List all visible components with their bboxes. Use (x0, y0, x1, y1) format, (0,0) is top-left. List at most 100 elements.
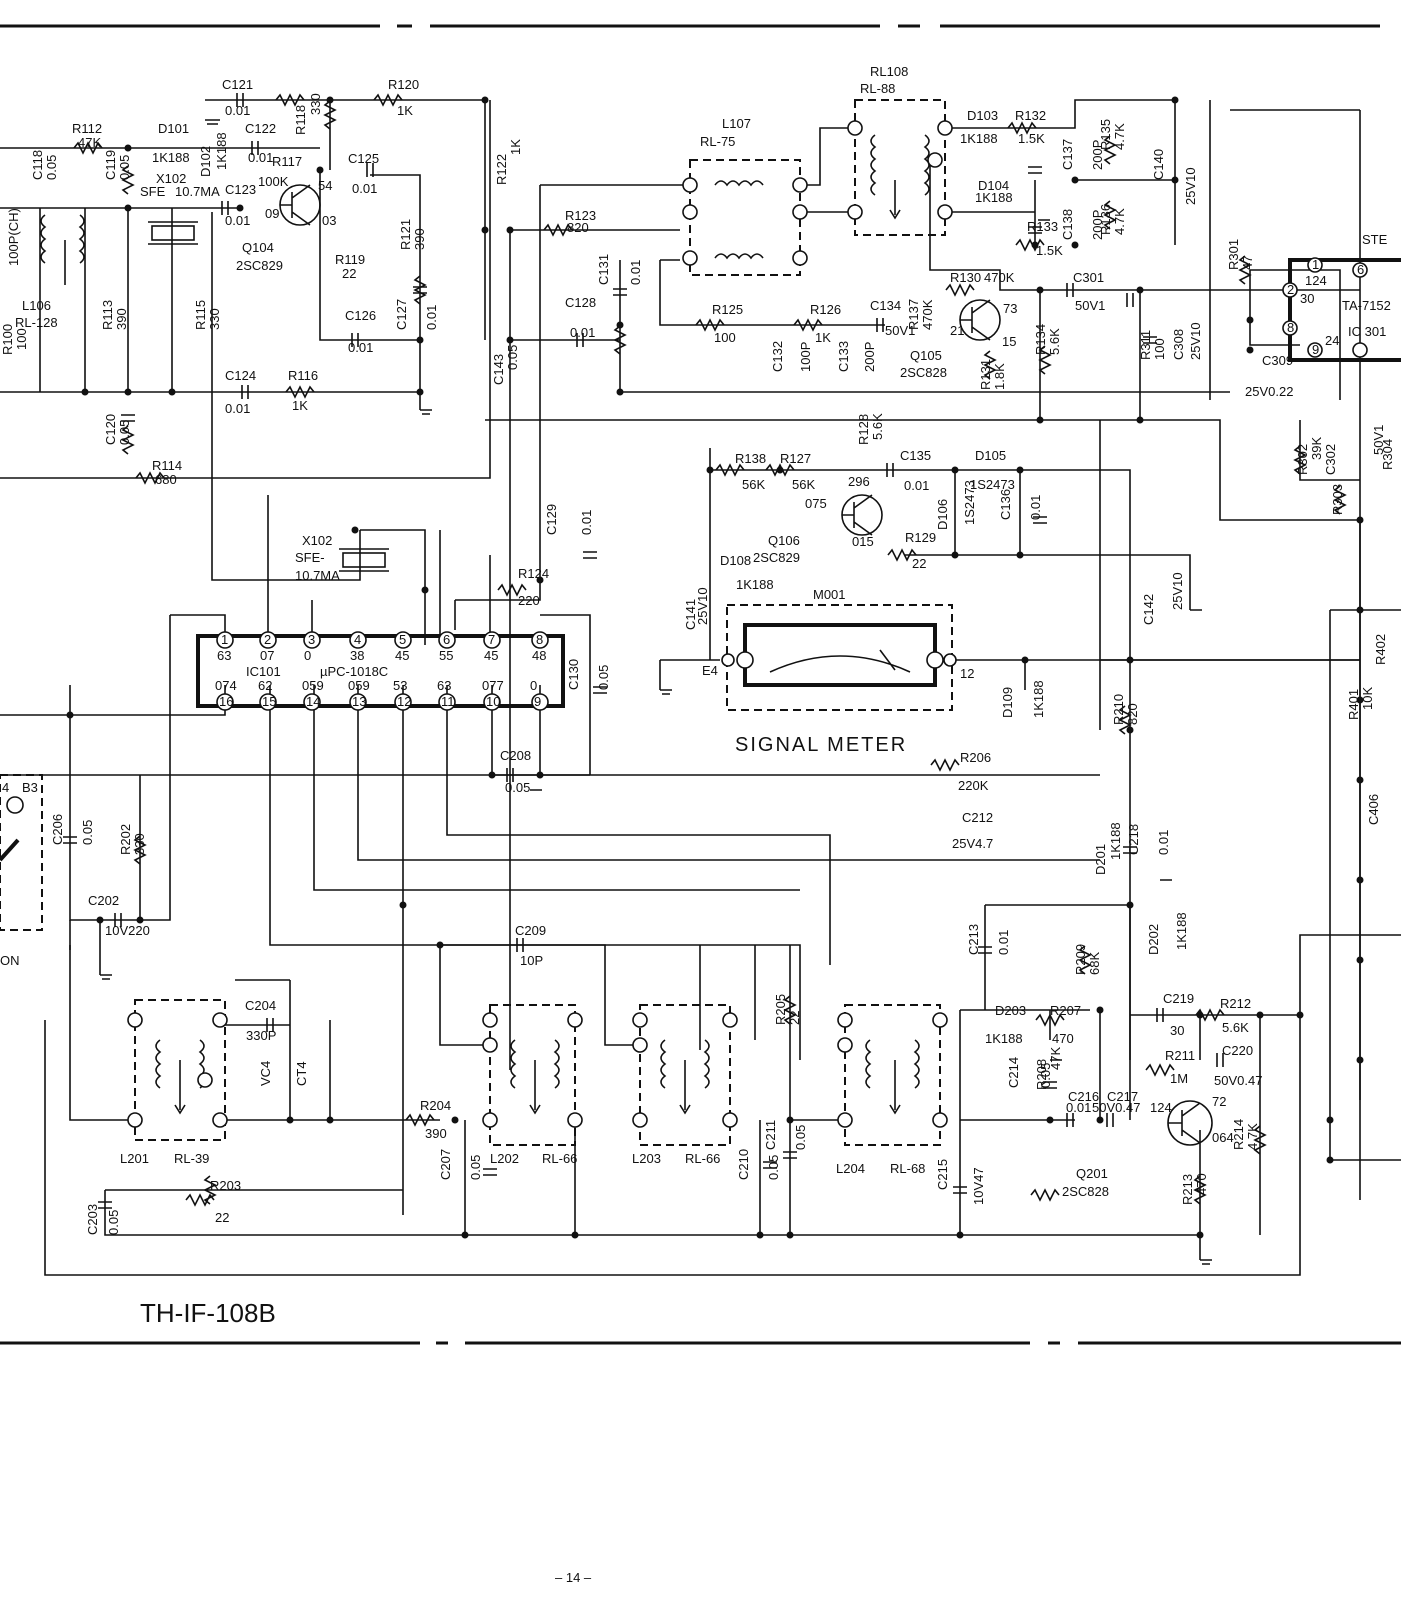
value-label: 22 (912, 556, 926, 571)
ground-symbols (100, 119, 1212, 1265)
value-label: 470 (1194, 1173, 1209, 1195)
ref-label: C141 (683, 599, 698, 630)
ref-label: R122 (494, 154, 509, 185)
ref-label: C131 (596, 254, 611, 285)
ref-label: C216 (1068, 1089, 1099, 1104)
ref-label: R214 (1231, 1119, 1246, 1150)
value-label: 5.6K (1222, 1020, 1249, 1035)
value-label: 330P (246, 1028, 276, 1043)
meter-label: SIGNAL METER (735, 734, 907, 756)
ic101-pin-top: 3 (308, 632, 315, 647)
value-label: 330 (308, 93, 323, 115)
ref-label: R304 (1380, 439, 1395, 470)
label-on: ON (0, 953, 20, 968)
transistor-symbols (279, 184, 1213, 1146)
ic101-pin-bottom: 9 (534, 694, 541, 709)
value-label: 10P (520, 953, 543, 968)
ic101-volt-bottom: 059 (348, 678, 370, 693)
ref-label: R127 (780, 451, 811, 466)
ref-label: R203 (210, 1178, 241, 1193)
ref-label: C308 (1171, 329, 1186, 360)
transformer-labels: L106 RL-128 L107 RL-75 RL108 RL-88 L201 … (15, 64, 925, 1176)
ref-label: R402 (1373, 634, 1388, 665)
ref-label: C217 (1107, 1089, 1138, 1104)
ref-label: D108 (720, 553, 751, 568)
value-label: 100 (1152, 338, 1167, 360)
value-label: 0.01 (225, 401, 250, 416)
ref-label: R129 (905, 530, 936, 545)
value-label: 1K188 (985, 1031, 1023, 1046)
crystal-filters (148, 221, 389, 572)
value-label: 0.01 (352, 181, 377, 196)
value-label: 220 (518, 593, 540, 608)
ic101-pin-bottom: 10 (486, 694, 500, 709)
value-label: 56K (792, 477, 815, 492)
value-label: 0.05 (44, 155, 59, 180)
ic301-pin: 6 (1357, 262, 1364, 277)
value-label: 50V0.47 (1214, 1073, 1262, 1088)
q106-v1: 296 (848, 474, 870, 489)
value-label: 0.01 (1156, 830, 1171, 855)
q104-v1: 54 (318, 178, 332, 193)
ref-label: C209 (515, 923, 546, 938)
ref-label: C133 (836, 341, 851, 372)
board-label: TH-IF-108B (140, 1298, 276, 1328)
meter-right-terminal: 12 (960, 666, 974, 681)
value-label: 50V1 (1371, 425, 1386, 455)
ref-label: C207 (438, 1149, 453, 1180)
value-label: 1.5K (1036, 243, 1063, 258)
value-label: 25V10 (695, 587, 710, 625)
ref-label: R207 (1050, 1003, 1081, 1018)
value-label: 820 (1125, 703, 1140, 725)
ic101-pin-bottom: 16 (219, 694, 233, 709)
ic101-pin-top: 1 (221, 632, 228, 647)
ref-label: C127 (394, 299, 409, 330)
ic301-pin: 9 (1312, 342, 1319, 357)
value-label: 200P (862, 342, 877, 372)
value-label: 1K188 (152, 150, 190, 165)
ic101-pin-top: 8 (536, 632, 543, 647)
ic101-pin-bottom: 15 (262, 694, 276, 709)
ic101-volt-bottom: 077 (482, 678, 504, 693)
junctions (66, 96, 1364, 1239)
value-label: 0.05 (80, 820, 95, 845)
value-label: 25V4.7 (952, 836, 993, 851)
q201-v3: 064 (1212, 1130, 1234, 1145)
ref-label: C302 (1323, 444, 1338, 475)
q201-v1: 72 (1212, 1094, 1226, 1109)
value-label: 1K188 (1031, 680, 1046, 718)
l202-part: RL-66 (542, 1151, 577, 1166)
ref-label: D104 (978, 178, 1009, 193)
value-label: 0.01 (225, 213, 250, 228)
q105-v2: 21 (950, 323, 964, 338)
ref-label: R116 (288, 368, 318, 383)
value-label: 1K188 (736, 577, 774, 592)
ref-label: C130 (566, 659, 581, 690)
misc-labels: B3 4 ON VC4 CT4 100P(CH) (0, 208, 309, 1086)
border-lines (0, 24, 1401, 1345)
value-label: 56K (742, 477, 765, 492)
q105-ref: Q105 (910, 348, 942, 363)
value-label: 1.8K (992, 363, 1007, 390)
ref-label: C204 (245, 998, 276, 1013)
ref-label: C309 (1262, 353, 1293, 368)
ic101-pin-bottom: 14 (306, 694, 320, 709)
ic101-pin-top: 2 (264, 632, 271, 647)
ic301-pin: 1 (1312, 257, 1319, 272)
value-label: 390 (114, 308, 129, 330)
ref-label: C122 (245, 121, 276, 136)
ic101-volt-top: 63 (217, 648, 231, 663)
value-label: 680 (155, 472, 177, 487)
ref-label: R401 (1346, 689, 1361, 720)
value-label: 100 (714, 330, 736, 345)
l107-part: RL-75 (700, 134, 735, 149)
coils (40, 134, 930, 1115)
value-label: 470K (920, 299, 935, 330)
value-label: 100P (798, 342, 813, 372)
value-label: 0.05 (596, 665, 611, 690)
value-label: 10V47 (971, 1167, 986, 1205)
ref-label: D202 (1146, 924, 1161, 955)
l201-ref: L201 (120, 1151, 149, 1166)
q104-ref: Q104 (242, 240, 274, 255)
